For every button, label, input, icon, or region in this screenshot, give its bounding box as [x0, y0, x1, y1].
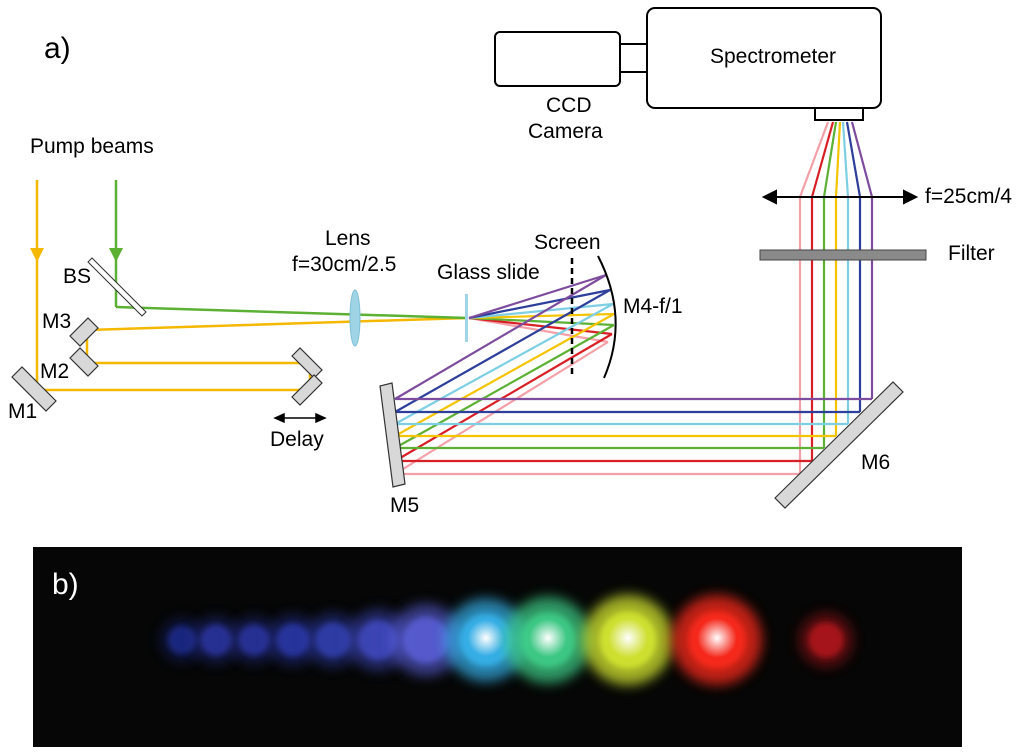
- spectrum-spot-core: [402, 616, 450, 664]
- mirror-m4-curved: [597, 255, 617, 379]
- spectrum-spot-core: [276, 623, 310, 657]
- spectrum-spot-core: [808, 622, 844, 658]
- glass-slide-label: Glass slide: [437, 261, 540, 284]
- mirror-m1: [11, 366, 57, 412]
- spectrum-spot-highlight: [608, 618, 648, 658]
- spectrum-spot-highlight: [467, 619, 505, 657]
- spectrum-ray: [834, 121, 842, 198]
- mirror-m6: [774, 381, 904, 509]
- spectrometer-slit: [814, 107, 864, 121]
- m2-label: M2: [40, 360, 69, 383]
- spectrum-spots: [159, 595, 854, 685]
- spectrum-spot-core: [167, 625, 197, 655]
- screen-label: Screen: [534, 231, 601, 254]
- yellow-pump-beam: [30, 180, 468, 392]
- spectrum-ray: [822, 121, 838, 198]
- mirror-m5: [379, 382, 406, 488]
- lens-25cm-arrow-icon: [761, 189, 919, 205]
- spectrum-spot-highlight: [697, 618, 737, 658]
- glass-slide: [465, 294, 468, 342]
- delay-retroreflector: [291, 347, 323, 406]
- spectrum-ray: [845, 121, 862, 198]
- m3-label: M3: [42, 310, 71, 333]
- spectrum-ray: [394, 341, 609, 475]
- m5-label: M5: [390, 494, 419, 517]
- spectrum-spot-core: [200, 624, 232, 656]
- ccd-label-line2: Camera: [528, 120, 603, 143]
- bs-label: BS: [63, 265, 91, 288]
- spectrum-ray: [468, 273, 607, 320]
- panel-b-label: b): [52, 568, 79, 601]
- spectrum-ray: [850, 121, 874, 198]
- spectrum-ray: [394, 333, 613, 462]
- spectrum-spot-highlight: [528, 618, 568, 658]
- spectrum-ray: [468, 316, 615, 327]
- ccd-label-line1: CCD: [546, 94, 592, 117]
- mirror-m3: [69, 317, 99, 347]
- spectrum-ray: [394, 303, 614, 425]
- m6-label: M6: [861, 451, 890, 474]
- delay-arrow-icon: [273, 412, 327, 424]
- green-pump-beam: [109, 180, 468, 320]
- ccd-camera-mount: [619, 43, 648, 73]
- spectrum-ray: [394, 274, 607, 400]
- lens-30cm: [349, 289, 361, 347]
- spectrum-ray: [468, 316, 613, 336]
- lens2-focal-label: f=25cm/4: [925, 185, 1012, 208]
- spectrum-ray: [394, 289, 611, 413]
- panel-a-label: a): [44, 32, 71, 65]
- spectrum-ray: [810, 121, 835, 198]
- spectrum-ray: [798, 121, 830, 198]
- lens-label: Lens: [325, 227, 371, 250]
- spectrum-ray: [468, 288, 611, 320]
- spectrometer-label: Spectrometer: [710, 45, 836, 68]
- filter: [759, 249, 927, 261]
- spectrum-ray: [468, 302, 614, 320]
- spectrum-ray: [841, 121, 850, 198]
- spectrum-ray: [394, 324, 615, 449]
- ccd-camera-body: [494, 31, 621, 87]
- beam-splitter: [87, 257, 147, 317]
- delay-label: Delay: [270, 428, 324, 451]
- spectrum-ray: [468, 312, 615, 320]
- spectrum-spot-core: [238, 624, 270, 656]
- pump-beams-label: Pump beams: [30, 135, 154, 158]
- mirror-m2: [69, 347, 99, 377]
- m4-label: M4-f/1: [623, 295, 683, 318]
- spectrum-rays: [394, 121, 874, 476]
- spectrum-spot-core: [358, 620, 398, 660]
- filter-label: Filter: [948, 242, 995, 265]
- lens-focal-label: f=30cm/2.5: [292, 253, 396, 276]
- spectrum-spot-core: [315, 622, 351, 658]
- spectrum-ray: [394, 313, 615, 437]
- m1-label: M1: [8, 400, 37, 423]
